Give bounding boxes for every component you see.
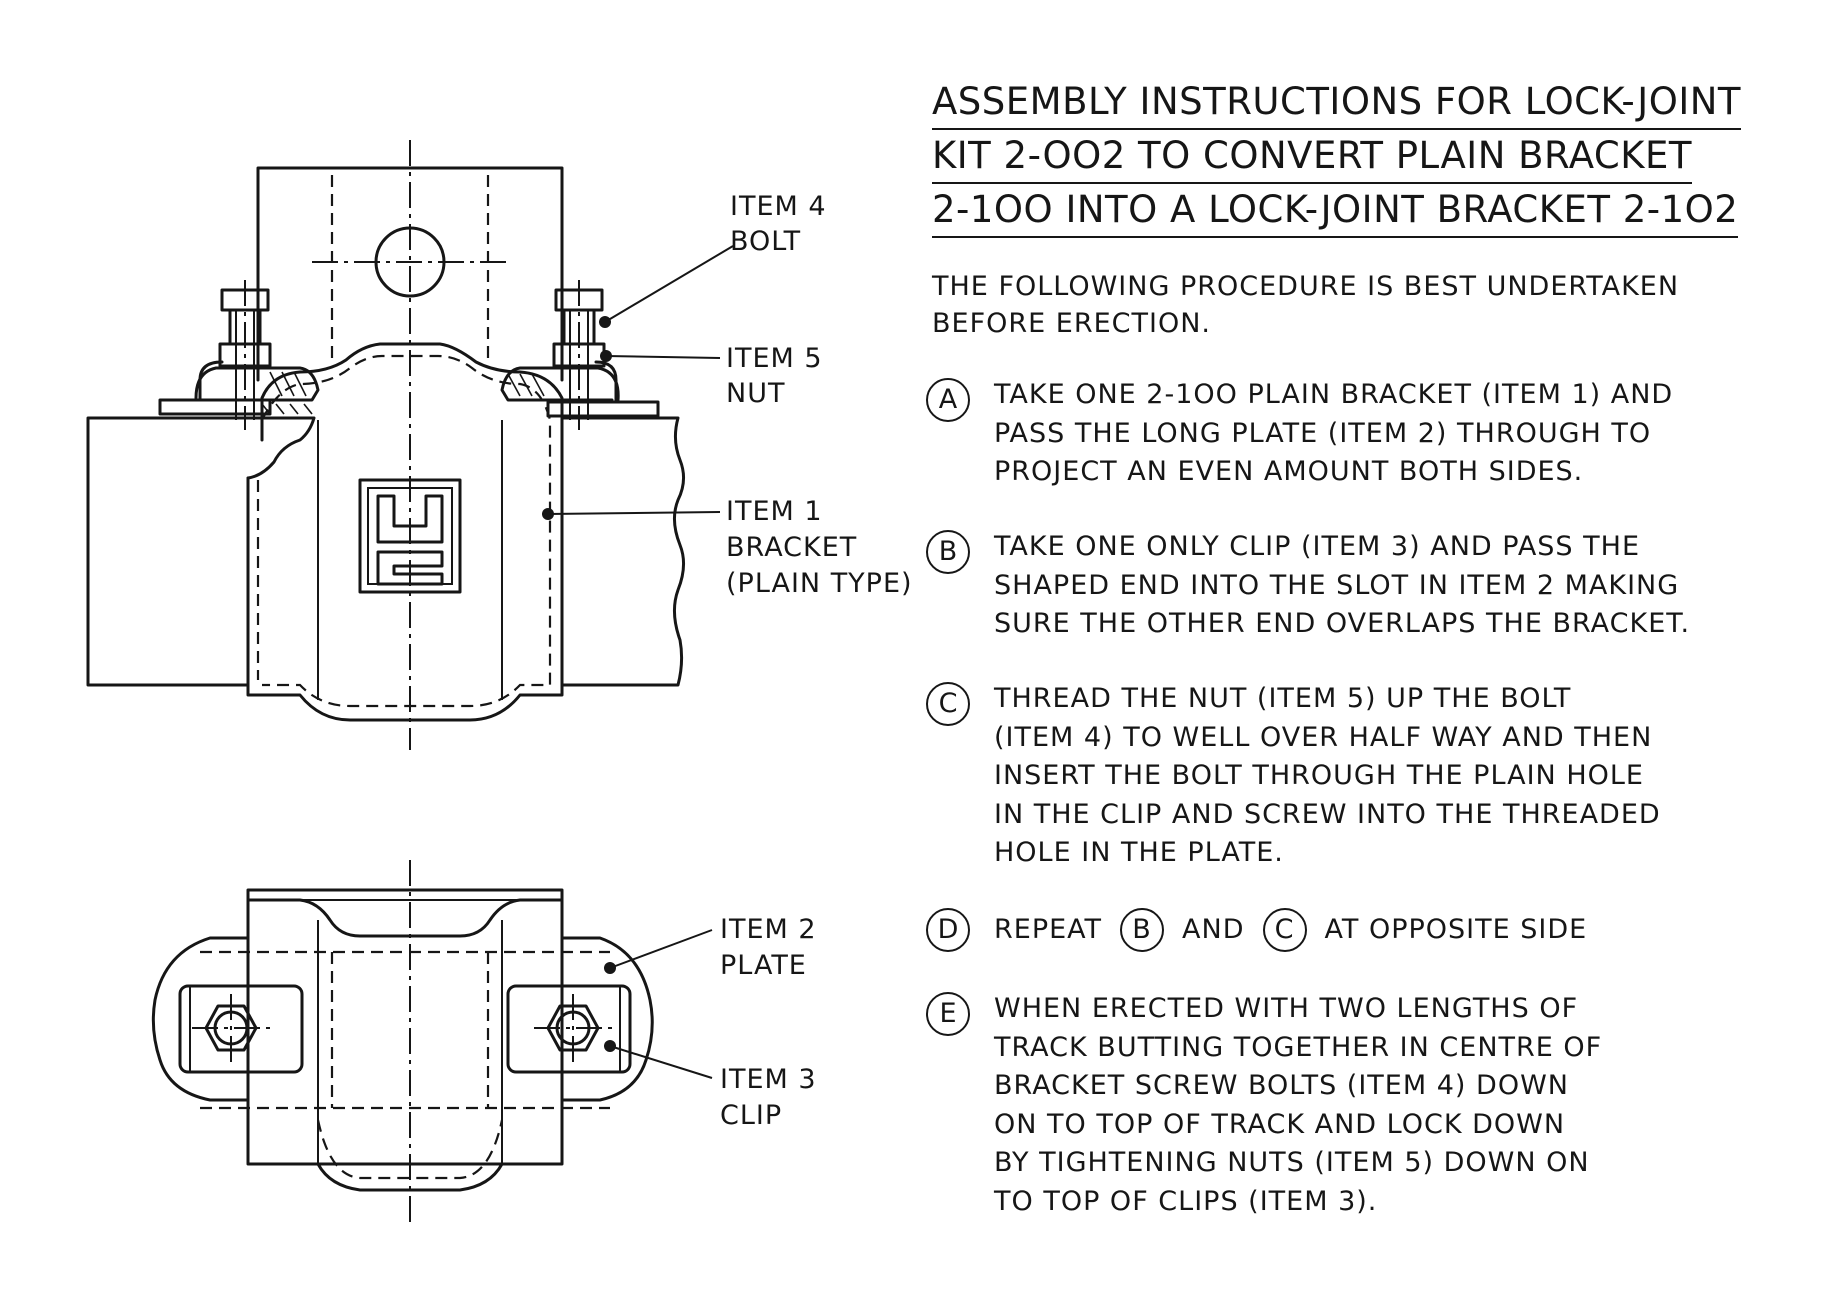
title-line-3: 2-1OO INTO A LOCK-JOINT BRACKET 2-1O2	[932, 184, 1739, 238]
step-text-a: TAKE ONE 2-1OO PLAIN BRACKET (ITEM 1) AN…	[994, 379, 1674, 487]
title-line-2: KIT 2-OO2 TO CONVERT PLAIN BRACKET	[932, 130, 1692, 184]
plan-view	[151, 860, 654, 1226]
callout-labels: ITEM 4 BOLT ITEM 5 NUT ITEM 1 BRACKET (P…	[720, 191, 913, 1131]
track-right	[560, 416, 685, 687]
right-clip-plan	[506, 984, 632, 1074]
callout-item4-line2: BOLT	[730, 226, 801, 257]
step-marker-a: A	[926, 378, 970, 422]
step-marker-d: D	[926, 908, 970, 952]
step-d-text-end: AT OPPOSITE SIDE	[1324, 914, 1588, 945]
leader-lines	[542, 245, 734, 1079]
step-d-ref-b: B	[1120, 908, 1165, 952]
front-view	[86, 140, 685, 750]
plate-outline	[151, 936, 654, 1102]
track-left	[86, 416, 316, 687]
callout-item1-line3: (PLAIN TYPE)	[726, 568, 913, 599]
step-text-d: REPEAT B AND C AT OPPOSITE SIDE	[994, 906, 1754, 954]
intro-text: THE FOLLOWING PROCEDURE IS BEST UNDERTAK…	[932, 271, 1680, 339]
callout-item5-line1: ITEM 5	[726, 343, 823, 374]
step-text-e: WHEN ERECTED WITH TWO LENGTHS OF TRACK B…	[994, 993, 1603, 1217]
bracket-body	[246, 342, 564, 722]
callout-item4-line1: ITEM 4	[730, 191, 827, 222]
callout-item3-line2: CLIP	[720, 1100, 782, 1131]
instructions-title: ASSEMBLY INSTRUCTIONS FOR LOCK-JOINT KIT…	[932, 76, 1752, 238]
callout-item3-line1: ITEM 3	[720, 1064, 817, 1095]
left-clip-plan	[178, 984, 304, 1074]
step-marker-c: C	[926, 682, 970, 726]
callout-item1-line1: ITEM 1	[726, 496, 823, 527]
step-text-c: THREAD THE NUT (ITEM 5) UP THE BOLT (ITE…	[994, 683, 1661, 868]
left-bolt-assembly	[158, 280, 320, 430]
callout-item2-line1: ITEM 2	[720, 914, 817, 945]
callout-item2-line2: PLATE	[720, 950, 807, 981]
step-marker-e: E	[926, 992, 970, 1036]
step-marker-b: B	[926, 530, 970, 574]
right-bolt-assembly	[500, 280, 660, 430]
step-d-text-start: REPEAT	[994, 914, 1103, 945]
step-d-text-mid: AND	[1182, 914, 1245, 945]
step-d-ref-c: C	[1262, 908, 1307, 952]
callout-item1-line2: BRACKET	[726, 532, 857, 563]
step-text-b: TAKE ONE ONLY CLIP (ITEM 3) AND PASS THE…	[994, 531, 1691, 639]
bracket-stem	[256, 166, 564, 382]
bracket-plan-outline	[246, 888, 564, 1166]
title-line-1: ASSEMBLY INSTRUCTIONS FOR LOCK-JOINT	[932, 76, 1742, 130]
callout-item5-line2: NUT	[726, 378, 785, 409]
